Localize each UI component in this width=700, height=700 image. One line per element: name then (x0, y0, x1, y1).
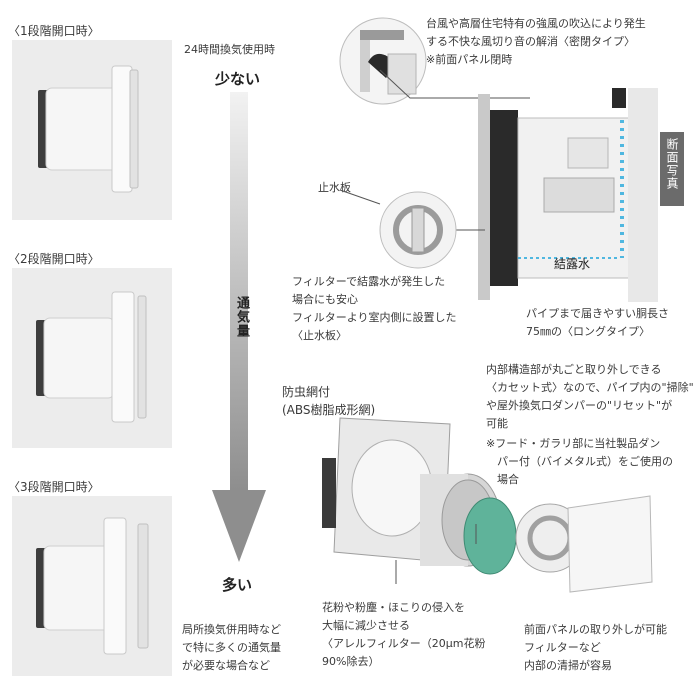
panel-desc-line1: 前面パネルの取り外しが可能 (524, 623, 667, 636)
seal-closeup-image (339, 17, 427, 105)
local-use-line3: が必要な場合など (182, 659, 270, 672)
pipe-desc-line2: 75㎜の〈ロングタイプ〉 (526, 325, 650, 338)
pollen-desc-line3: 〈アレルフィルター（20μm花粉 (322, 637, 486, 650)
cassette-desc-line4: 可能 (486, 417, 508, 430)
exploded-leader-lines (395, 524, 477, 584)
filter-desc-line3: フィルターより室内側に設置した (292, 311, 457, 324)
cassette-desc-line3: や屋外換気口ダンパーの"リセット"が (486, 399, 673, 412)
filter-desc-line1: フィルターで結露水が発生した (292, 275, 446, 288)
cassette-desc-line1: 内部構造部が丸ごと取り外しできる (486, 363, 662, 376)
photo-tag: 断面写真 (665, 138, 679, 190)
panel-desc-line2: フィルターなど (524, 641, 601, 654)
cross-section-image (478, 88, 658, 302)
stage1-photo (12, 40, 172, 220)
panel-desc-line3: 内部の清掃が容易 (524, 659, 612, 672)
stage3-label: 〈3段階開口時〉 (8, 480, 100, 494)
less-label: 少ない (215, 70, 261, 88)
stage2-label: 〈2段階開口時〉 (8, 252, 100, 266)
airflow-label: 通気量 (234, 296, 249, 338)
stage3-vent-image (36, 517, 149, 655)
pipe-desc-line1: パイプまで届きやすい胴長さ (526, 307, 669, 320)
stage1-label: 〈1段階開口時〉 (8, 24, 100, 38)
usage-24h-text: 24時間換気使用時 (184, 43, 275, 56)
local-use-line1: 局所換気併用時など (182, 623, 281, 636)
local-use-line2: で特に多くの通気量 (182, 641, 281, 654)
stage2-photo (12, 268, 172, 448)
stopper-closeup-image (379, 191, 457, 269)
insect-net-line1: 防虫網付 (282, 385, 331, 399)
stage1-vent-image (38, 65, 139, 193)
stage3-photo (12, 496, 172, 676)
condensation-label: 結露水 (554, 257, 591, 271)
cassette-desc-line2: 〈カセット式〉なので、パイプ内の"掃除" (486, 381, 694, 394)
photo-tag-box: 断面写真 (660, 132, 684, 206)
cassette-desc-line5: ※フード・ガラリ部に当社製品ダン (486, 437, 661, 450)
pollen-desc-line2: 大幅に減少させる (322, 619, 410, 632)
stage2-vent-image (36, 291, 147, 423)
cassette-desc-line7: 場合 (486, 473, 519, 486)
exploded-view-image (322, 417, 653, 593)
insect-net-line2: (ABS樹脂成形網) (282, 403, 376, 417)
filter-desc-line2: 場合にも安心 (292, 293, 358, 306)
pollen-desc-line4: 90%除去） (322, 655, 380, 668)
section-desc-line1: 台風や高層住宅特有の強風の吹込により発生 (426, 17, 646, 30)
more-label: 多い (222, 576, 253, 594)
filter-desc-line4: 〈止水板〉 (292, 329, 347, 342)
section-desc-line3: ※前面パネル閉時 (426, 53, 513, 66)
cassette-desc-line6: パー付（バイメタル式）をご使用の (486, 455, 673, 468)
section-desc-line2: する不快な風切り音の解消〈密閉タイプ〉 (426, 35, 635, 48)
airflow-arrow (212, 92, 266, 562)
pollen-desc-line1: 花粉や粉塵・ほこりの侵入を (322, 601, 465, 614)
